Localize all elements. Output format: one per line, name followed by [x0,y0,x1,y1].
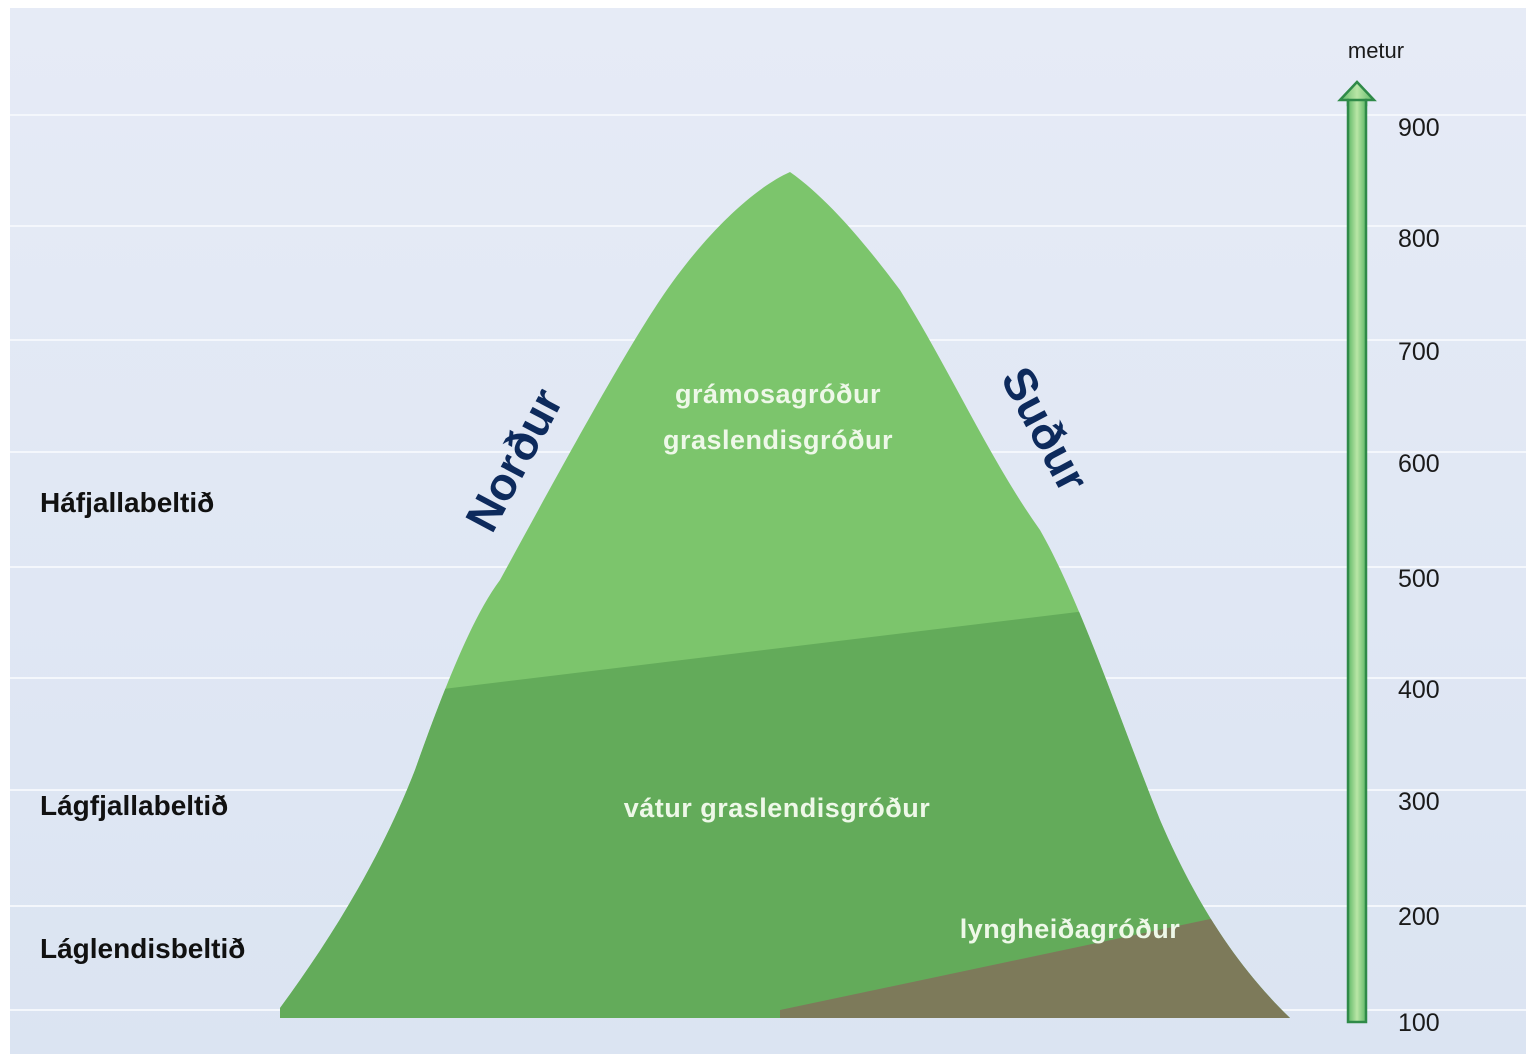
altitude-tick-label: 500 [1398,565,1440,593]
altitude-tick-label: 200 [1398,903,1440,931]
altitude-tick-label: 900 [1398,114,1440,142]
altitude-tick-label: 400 [1398,676,1440,704]
wet-grass-vegetation-label: vátur graslendisgróður [624,793,931,823]
grass-vegetation-label: graslendisgróður [663,425,893,455]
lowmountain-zone-label: Lágfjallabeltið [40,790,228,821]
highland-zone-label: Háfjallabeltið [40,487,214,518]
altitude-tick-label: 100 [1398,1009,1440,1037]
altitude-scale: metur 900 800 700 600 500 400 300 200 100 [1337,38,1440,1037]
moss-vegetation-label: grámosagróður [675,379,881,409]
altitude-tick-label: 300 [1398,788,1440,816]
heath-vegetation-zone [780,900,1290,1018]
altitude-tick-label: 800 [1398,225,1440,253]
altitude-tick-label: 600 [1398,450,1440,478]
altitude-bar [1346,98,1368,1024]
altitude-ticks: 900 800 700 600 500 400 300 200 100 [1398,114,1440,1037]
lowland-zone-label: Láglendisbeltið [40,933,245,964]
altitude-unit-label: metur [1348,38,1404,63]
middle-vegetation-zone [280,585,1290,1018]
altitude-tick-label: 700 [1398,338,1440,366]
heath-vegetation-label: lyngheiðagróður [960,914,1181,944]
